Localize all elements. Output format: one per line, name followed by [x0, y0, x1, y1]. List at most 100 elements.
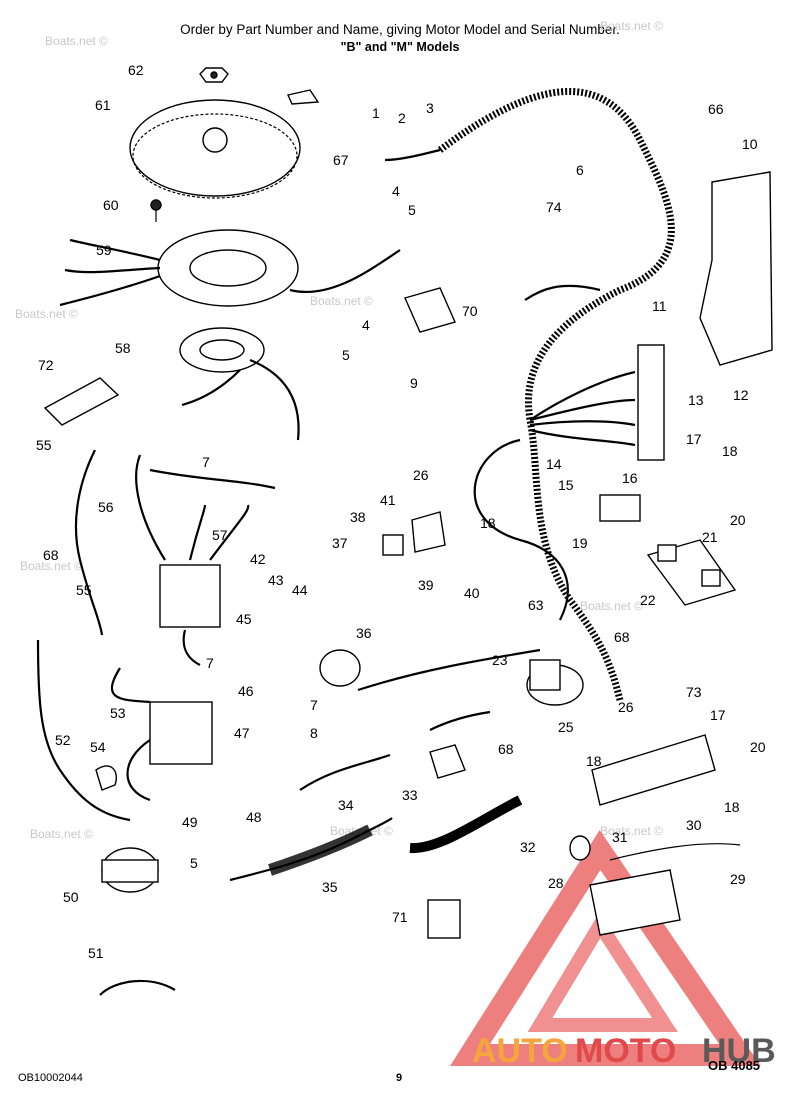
callout: 20	[750, 739, 766, 755]
callout: 40	[464, 585, 480, 601]
callout: 18	[722, 443, 738, 459]
callout: 7	[310, 697, 318, 713]
callout: 34	[338, 797, 354, 813]
callout: 52	[55, 732, 71, 748]
callout: 20	[730, 512, 746, 528]
voltage-regulator	[404, 287, 456, 333]
callout: 55	[36, 437, 52, 453]
callout: 9	[410, 375, 418, 391]
callout: 21	[702, 529, 718, 545]
callout: 68	[43, 547, 59, 563]
flywheel-key	[287, 89, 320, 105]
callout: 18	[480, 515, 496, 531]
cable-harness	[409, 795, 523, 854]
watermark-text: Boats.net ©	[600, 824, 663, 838]
spark-boot	[95, 765, 117, 791]
callout: 44	[292, 582, 308, 598]
callout: 50	[63, 889, 79, 905]
page-number: 9	[396, 1072, 403, 1084]
brand-auto: AUTO	[472, 1032, 568, 1070]
callout: 30	[686, 817, 702, 833]
callout: 36	[356, 625, 372, 641]
callout: 5	[342, 347, 350, 363]
callout: 45	[236, 611, 252, 627]
switch-gasket	[646, 539, 737, 606]
brand-moto: MOTO	[575, 1032, 676, 1070]
callout: 26	[618, 699, 634, 715]
callout: 54	[90, 739, 106, 755]
callout: 19	[572, 535, 588, 551]
callout: 32	[520, 839, 536, 855]
battery-cable-bundle	[268, 824, 373, 876]
watermark-text: Boats.net ©	[580, 599, 643, 613]
decal	[427, 899, 461, 939]
callout: 73	[686, 684, 702, 700]
callout: 2	[398, 110, 406, 126]
callout: 49	[182, 814, 198, 830]
callout: 7	[202, 454, 210, 470]
watermark-text: Boats.net ©	[600, 19, 663, 33]
callout: 1	[372, 105, 380, 121]
callout: 6	[576, 162, 584, 178]
callout: 53	[110, 705, 126, 721]
callout: 11	[652, 298, 667, 314]
callout: 59	[96, 242, 112, 258]
callout: 63	[528, 597, 544, 613]
callout: 47	[234, 725, 250, 741]
page-header-models: "B" and "M" Models	[340, 40, 460, 54]
ground-wire	[74, 449, 104, 636]
callout: 72	[38, 357, 54, 373]
callout: 17	[686, 431, 702, 447]
callout: 28	[548, 875, 564, 891]
flywheel-nut	[199, 67, 229, 83]
watermark-text: Boats.net ©	[20, 559, 83, 573]
callout: 35	[322, 879, 338, 895]
callout: 29	[730, 871, 746, 887]
starter-relay	[526, 659, 584, 706]
callout: 57	[212, 527, 228, 543]
watermark-text: Boats.net ©	[310, 294, 373, 308]
footer-code: OB10002044	[18, 1072, 83, 1084]
callout: 8	[310, 725, 318, 741]
rectifier-lead	[36, 639, 131, 822]
callout: 5	[408, 202, 416, 218]
callout: 17	[710, 707, 726, 723]
watermark-text: Boats.net ©	[45, 34, 108, 48]
callout: 37	[332, 535, 348, 551]
stator-screw	[150, 199, 162, 222]
stator	[59, 229, 401, 307]
power-pack	[135, 454, 276, 666]
callout: 18	[724, 799, 740, 815]
grommet	[569, 835, 591, 861]
terminal-block	[43, 377, 120, 426]
callout: 33	[402, 787, 418, 803]
terminal-boot	[429, 744, 466, 779]
callout: 39	[418, 577, 434, 593]
callout: 68	[498, 741, 514, 757]
callout: 12	[733, 387, 749, 403]
callout: 67	[333, 152, 349, 168]
callout: 66	[708, 101, 724, 117]
callout: 25	[558, 719, 574, 735]
callout: 68	[614, 629, 630, 645]
brand-hub: HUB	[702, 1032, 776, 1070]
mounting-plate	[589, 843, 741, 936]
callout: 42	[250, 551, 266, 567]
doc-number: OB 4085	[708, 1058, 761, 1073]
callout: 46	[238, 683, 254, 699]
callout: 56	[98, 499, 114, 515]
callout: 58	[115, 340, 131, 356]
callout: 10	[742, 136, 758, 152]
callout: 62	[128, 62, 144, 78]
flywheel	[129, 99, 301, 199]
terminal-strip	[637, 344, 665, 461]
callout: 70	[462, 303, 478, 319]
automotohub-logo	[449, 829, 761, 1066]
terminal-strip-lower	[591, 734, 716, 806]
callout: 5	[190, 855, 198, 871]
callout: 60	[103, 197, 119, 213]
page-header-title: Order by Part Number and Name, giving Mo…	[180, 22, 620, 37]
callout: 14	[546, 456, 562, 472]
starter-solenoid	[101, 847, 159, 893]
